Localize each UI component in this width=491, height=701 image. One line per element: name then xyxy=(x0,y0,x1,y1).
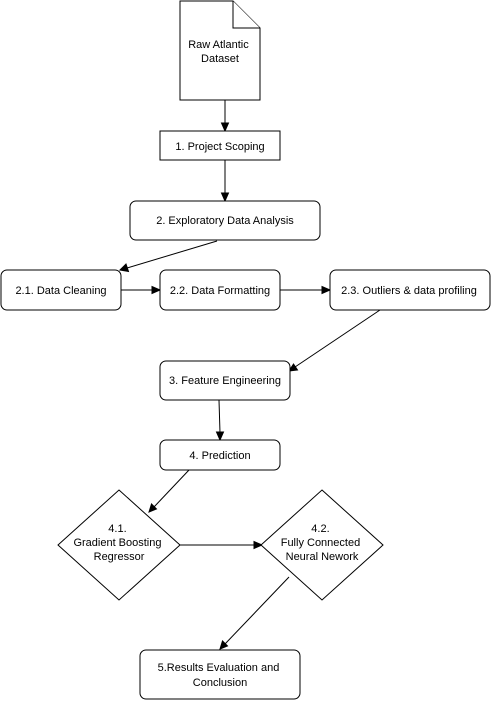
arrowhead xyxy=(220,192,230,203)
fcnn-line-3: Neural Nework xyxy=(286,551,359,563)
arrowhead xyxy=(321,285,332,295)
arrowhead xyxy=(148,503,158,513)
node-results[interactable]: 5.Results Evaluation and Conclusion xyxy=(139,649,301,700)
node-project-scoping[interactable]: 1. Project Scoping xyxy=(159,130,281,161)
node-raw-dataset[interactable]: Raw Atlantic Dataset xyxy=(179,0,261,101)
arrowhead xyxy=(219,640,229,650)
node-feature-engineering[interactable]: 3. Feature Engineering xyxy=(159,360,291,401)
decision-diamond xyxy=(260,489,384,601)
feature-engineering-label: 3. Feature Engineering xyxy=(169,375,281,387)
raw-dataset-line-1: Raw Atlantic xyxy=(188,39,249,51)
fcnn-line-1: 4.2. xyxy=(311,523,329,535)
node-data-formatting[interactable]: 2.2. Data Formatting xyxy=(159,269,281,311)
prediction-label: 4. Prediction xyxy=(189,450,250,462)
svg-text:4.1. Gradient Boosting: 4.1. Gradient Boosting Regressor xyxy=(73,523,164,563)
arrowhead xyxy=(220,122,230,133)
gbr-line-3: Regressor xyxy=(94,551,145,563)
decision-diamond xyxy=(57,489,181,601)
arrowhead xyxy=(253,540,264,550)
node-data-cleaning[interactable]: 2.1. Data Cleaning xyxy=(0,269,122,311)
gbr-line-2: Gradient Boosting xyxy=(73,537,161,549)
data-cleaning-label: 2.1. Data Cleaning xyxy=(15,285,106,297)
project-scoping-label: 1. Project Scoping xyxy=(175,141,264,153)
arrowhead xyxy=(118,263,130,273)
edge-fcnn-to-results xyxy=(224,576,290,645)
process-box xyxy=(159,439,281,471)
arrowhead xyxy=(151,285,162,295)
results-line-2: Conclusion xyxy=(193,677,247,689)
node-outliers-profiling[interactable]: 2.3. Outliers & data profiling xyxy=(329,269,491,311)
edges xyxy=(118,100,381,650)
process-box xyxy=(159,130,281,161)
arrowhead xyxy=(288,363,299,372)
edge-eda-to-cleaning xyxy=(126,240,218,269)
data-formatting-label: 2.2. Data Formatting xyxy=(170,285,270,297)
process-box xyxy=(129,200,321,241)
process-box xyxy=(139,649,301,700)
raw-dataset-line-2: Dataset xyxy=(201,53,239,65)
edge-outliers-to-feature xyxy=(294,309,381,368)
node-gbr[interactable]: 4.1. Gradient Boosting Regressor xyxy=(57,489,181,601)
svg-text:Raw Atlantic Dataset: Raw Atlantic Dataset xyxy=(188,39,252,65)
edge-prediction-to-gbr xyxy=(153,469,190,508)
arrowhead xyxy=(215,431,225,442)
process-box xyxy=(0,269,122,311)
process-box xyxy=(159,360,291,401)
node-eda[interactable]: 2. Exploratory Data Analysis xyxy=(129,200,321,241)
fcnn-line-2: Fully Connected xyxy=(281,537,361,549)
node-fcnn[interactable]: 4.2. Fully Connected Neural Nework xyxy=(260,489,384,601)
outliers-profiling-label: 2.3. Outliers & data profiling xyxy=(341,285,477,297)
process-box xyxy=(159,269,281,311)
svg-text:5.Results Evaluation and: 5.Results Evaluation and Conclusion xyxy=(158,662,283,689)
edge-feature-to-prediction xyxy=(218,399,221,434)
document-fold xyxy=(232,1,260,29)
results-line-1: 5.Results Evaluation and xyxy=(158,662,280,674)
eda-label: 2. Exploratory Data Analysis xyxy=(156,215,294,227)
node-prediction[interactable]: 4. Prediction xyxy=(159,439,281,471)
process-box xyxy=(329,269,491,311)
svg-text:4.2. Fully Connected: 4.2. Fully Connected Neural Nework xyxy=(281,523,364,563)
gbr-line-1: 4.1. xyxy=(108,523,126,535)
